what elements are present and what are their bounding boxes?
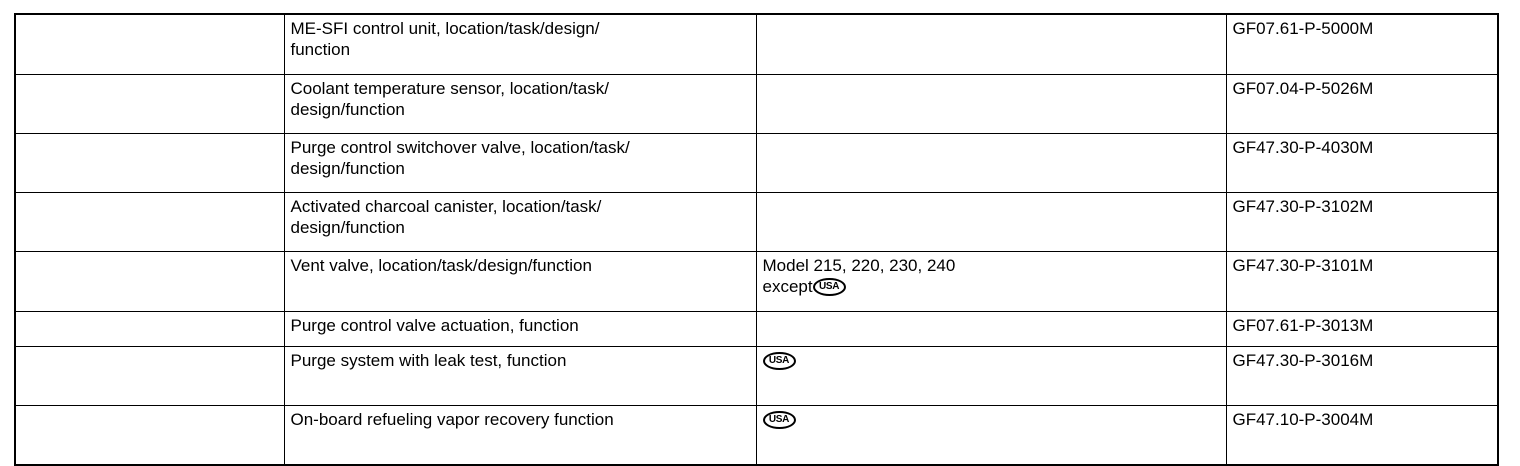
cell-description: Purge control switchover valve, location… <box>283 133 757 193</box>
document-code-text: GF07.61-P-5000M <box>1232 19 1374 38</box>
cell-blank <box>14 405 285 466</box>
cell-model-restriction <box>755 13 1227 75</box>
table-row: Purge control switchover valve, location… <box>14 133 1499 193</box>
table-row: ME-SFI control unit, location/task/desig… <box>14 13 1499 75</box>
cell-blank <box>14 251 285 312</box>
cell-model-restriction <box>755 74 1227 134</box>
description-text: Purge control valve actuation, function <box>290 316 579 335</box>
cell-blank <box>14 346 285 406</box>
table-row: Vent valve, location/task/design/functio… <box>14 251 1499 312</box>
cell-model-restriction <box>755 133 1227 193</box>
cell-description: On-board refueling vapor recovery functi… <box>283 405 757 466</box>
cell-document-code: GF07.04-P-5026M <box>1225 74 1499 134</box>
cell-document-code: GF47.10-P-3004M <box>1225 405 1499 466</box>
cell-blank <box>14 311 285 347</box>
model-restriction-line-1: Model 215, 220, 230, 240 <box>762 256 956 275</box>
description-text: Activated charcoal canister, location/ta… <box>290 197 602 237</box>
description-text: ME-SFI control unit, location/task/desig… <box>290 19 600 59</box>
model-restriction-line-2: except USA <box>763 276 1220 297</box>
cell-model-restriction <box>755 192 1227 252</box>
usa-badge-icon: USA <box>762 352 796 370</box>
usa-badge-icon: USA <box>762 411 796 429</box>
document-code-text: GF47.30-P-4030M <box>1232 138 1374 157</box>
cell-model-restriction <box>755 311 1227 347</box>
cell-document-code: GF07.61-P-3013M <box>1225 311 1499 347</box>
cell-blank <box>14 192 285 252</box>
document-code-text: GF47.10-P-3004M <box>1232 410 1374 429</box>
table-row: On-board refueling vapor recovery functi… <box>14 405 1499 466</box>
description-text: Vent valve, location/task/design/functio… <box>290 256 592 275</box>
cell-description: Vent valve, location/task/design/functio… <box>283 251 757 312</box>
cell-description: Coolant temperature sensor, location/tas… <box>283 74 757 134</box>
documentation-table: ME-SFI control unit, location/task/desig… <box>14 13 1499 466</box>
document-code-text: GF47.30-P-3016M <box>1232 351 1374 370</box>
document-code-text: GF07.61-P-3013M <box>1232 316 1374 335</box>
cell-description: ME-SFI control unit, location/task/desig… <box>283 13 757 75</box>
table-row: Activated charcoal canister, location/ta… <box>14 192 1499 252</box>
cell-blank <box>14 13 285 75</box>
description-text: Coolant temperature sensor, location/tas… <box>290 79 609 119</box>
cell-model-restriction: USA <box>755 346 1227 406</box>
document-code-text: GF07.04-P-5026M <box>1232 79 1374 98</box>
cell-document-code: GF47.30-P-3102M <box>1225 192 1499 252</box>
except-label: except <box>762 277 813 296</box>
usa-badge-label: USA <box>768 355 790 366</box>
cell-model-restriction: USA <box>755 405 1227 466</box>
cell-model-restriction: Model 215, 220, 230, 240 except USA <box>755 251 1227 312</box>
description-text: On-board refueling vapor recovery functi… <box>290 410 614 429</box>
cell-description: Activated charcoal canister, location/ta… <box>283 192 757 252</box>
cell-description: Purge system with leak test, function <box>283 346 757 406</box>
table-row: Purge control valve actuation, function … <box>14 311 1499 347</box>
document-code-text: GF47.30-P-3101M <box>1232 256 1374 275</box>
table-row: Purge system with leak test, function US… <box>14 346 1499 406</box>
cell-document-code: GF47.30-P-3101M <box>1225 251 1499 312</box>
description-text: Purge control switchover valve, location… <box>290 138 630 178</box>
cell-blank <box>14 133 285 193</box>
document-code-text: GF47.30-P-3102M <box>1232 197 1374 216</box>
cell-document-code: GF47.30-P-4030M <box>1225 133 1499 193</box>
usa-badge-icon: USA <box>812 278 846 296</box>
cell-document-code: GF47.30-P-3016M <box>1225 346 1499 406</box>
cell-blank <box>14 74 285 134</box>
cell-document-code: GF07.61-P-5000M <box>1225 13 1499 75</box>
usa-badge-label: USA <box>768 414 790 425</box>
table-body: ME-SFI control unit, location/task/desig… <box>14 13 1499 466</box>
doc-table-container: ME-SFI control unit, location/task/desig… <box>14 13 1499 466</box>
description-text: Purge system with leak test, function <box>290 351 567 370</box>
table-row: Coolant temperature sensor, location/tas… <box>14 74 1499 134</box>
usa-badge-label: USA <box>818 281 840 292</box>
cell-description: Purge control valve actuation, function <box>283 311 757 347</box>
